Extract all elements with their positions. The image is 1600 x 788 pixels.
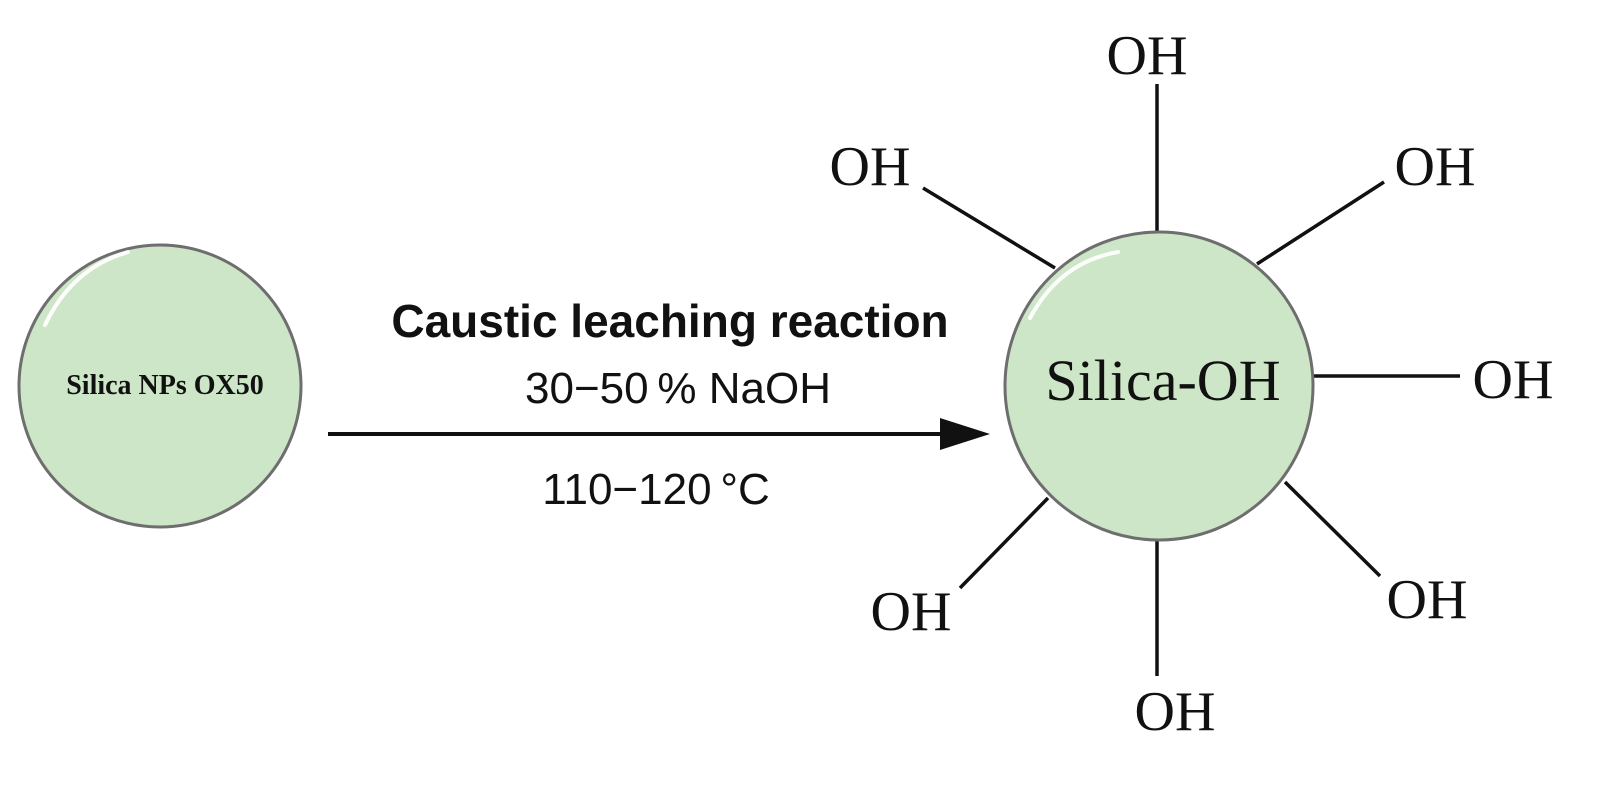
temperature-label: 110−120 °C (542, 465, 769, 514)
bond-upper-right (1256, 180, 1385, 266)
oh-label-right: OH (1473, 349, 1554, 411)
oh-label-upper-right: OH (1395, 136, 1476, 198)
reaction-conditions: Caustic leaching reaction 30−50 % NaOH 1… (328, 295, 990, 514)
reactant-particle: Silica NPs OX50 (17, 243, 303, 529)
oh-label-top: OH (1107, 25, 1188, 87)
reaction-arrow-head (940, 418, 990, 450)
oh-label-lower-left: OH (871, 581, 952, 643)
oh-label-upper-left: OH (830, 136, 911, 198)
bond-upper-left (922, 186, 1056, 270)
reactant-sphere (17, 243, 303, 529)
product-sphere (1003, 230, 1315, 542)
hydroxyl-labels: OH OH OH OH OH OH OH (830, 25, 1554, 743)
product-label: Silica-OH (1045, 348, 1280, 413)
reaction-title: Caustic leaching reaction (391, 295, 948, 347)
reagent-label: 30−50 % NaOH (525, 364, 831, 413)
hydroxyl-bonds (922, 84, 1460, 676)
bond-lower-right (1283, 480, 1382, 578)
product-highlight (1028, 250, 1120, 320)
reactant-highlight (43, 250, 130, 327)
oh-label-bottom: OH (1135, 681, 1216, 743)
reactant-label: Silica NPs OX50 (66, 370, 264, 401)
oh-label-lower-right: OH (1387, 569, 1468, 631)
product-particle: Silica-OH OH OH OH OH OH OH OH (830, 25, 1554, 743)
bond-lower-left (958, 496, 1050, 590)
